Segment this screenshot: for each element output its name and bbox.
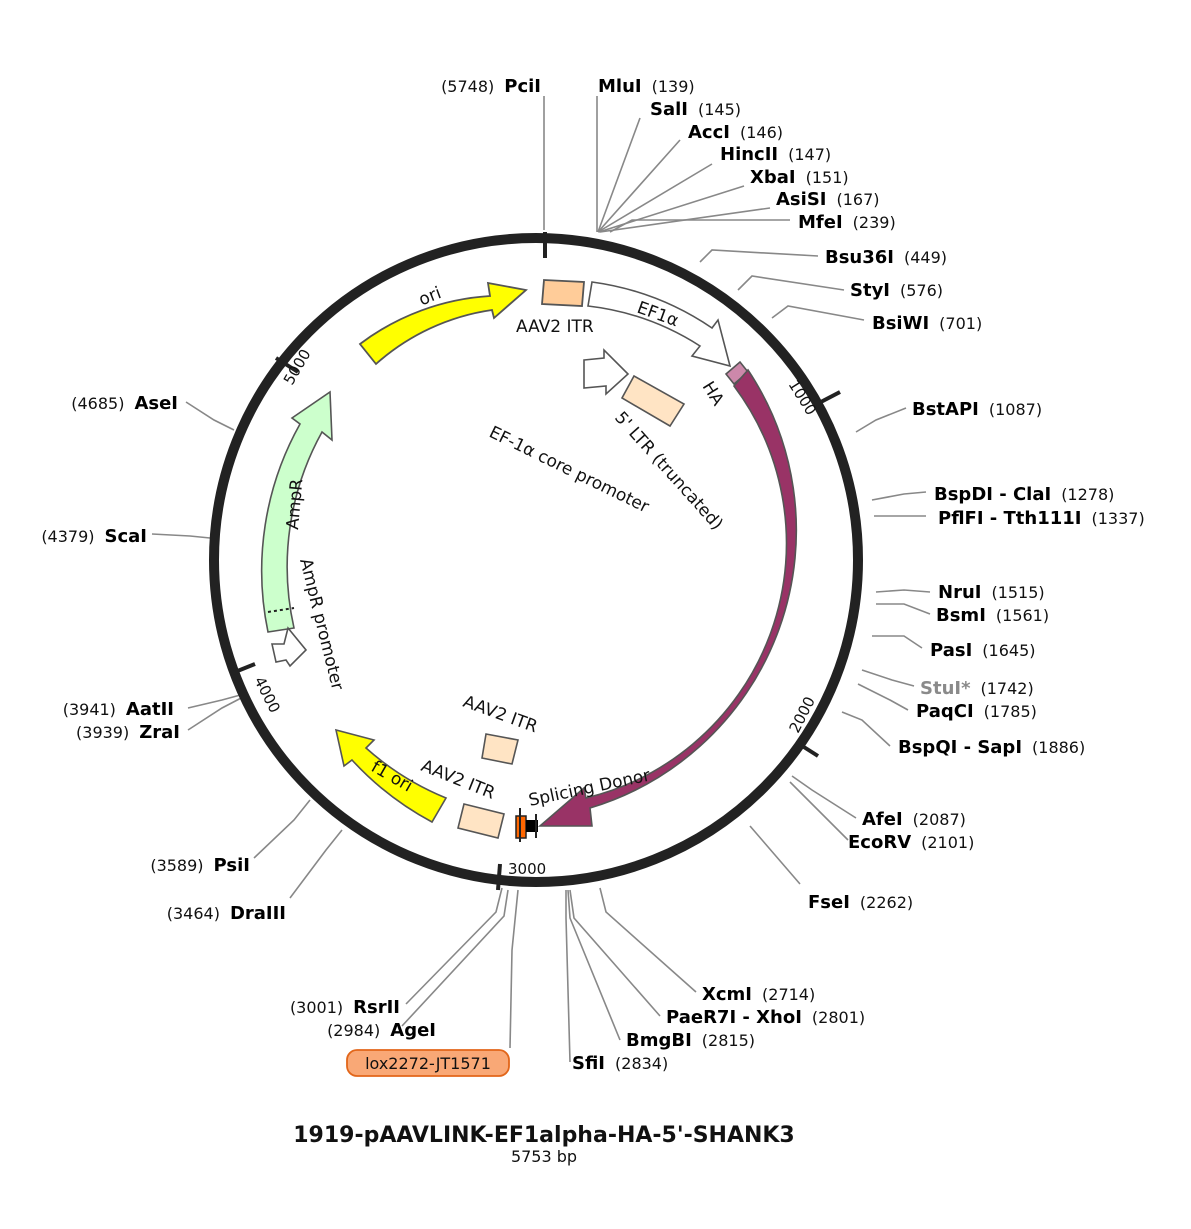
site-label[interactable]: (4685)AseI xyxy=(71,393,178,414)
tick-marks xyxy=(229,232,841,891)
site-label[interactable]: EcoRV(2101) xyxy=(848,832,974,853)
feature-ampr[interactable] xyxy=(260,390,333,633)
site-label[interactable]: AfeI(2087) xyxy=(862,809,966,830)
site-label[interactable]: (3939)ZraI xyxy=(76,722,180,743)
site-label[interactable]: (3464)DraIII xyxy=(167,903,286,924)
feature-label-ef1a: EF1α xyxy=(634,298,681,331)
feature-5-ltr[interactable] xyxy=(620,374,686,428)
feature-shank3[interactable] xyxy=(537,368,798,827)
primer-lox2272[interactable]: lox2272-JT1571 xyxy=(346,1049,510,1077)
site-label[interactable]: XbaI(151) xyxy=(750,167,849,188)
feature-label-ampr-promoter: AmpR promoter xyxy=(295,556,347,692)
site-label[interactable]: PaqCI(1785) xyxy=(916,701,1037,722)
site-label[interactable]: BsmI(1561) xyxy=(936,605,1049,626)
feature-label-aav2-itr-mid: AAV2 ITR xyxy=(460,692,540,737)
feature-ampr-promoter[interactable] xyxy=(271,626,308,668)
site-label[interactable]: PflFI - Tth111I(1337) xyxy=(938,508,1145,529)
feature-ef1a-core-promoter[interactable] xyxy=(583,348,630,396)
site-label[interactable]: HincII(147) xyxy=(720,144,831,165)
site-label[interactable]: (3001)RsrII xyxy=(290,997,400,1018)
site-label[interactable]: AsiSI(167) xyxy=(776,189,880,210)
feature-ori[interactable] xyxy=(358,281,528,366)
site-label[interactable]: (4379)ScaI xyxy=(41,526,147,547)
site-label[interactable]: (3941)AatII xyxy=(63,699,174,720)
backbone-circle xyxy=(209,233,863,887)
leader-lines-right xyxy=(565,96,931,1063)
feature-splicing-donor[interactable] xyxy=(515,808,538,842)
feature-f1-ori[interactable] xyxy=(334,728,448,824)
site-label[interactable]: BstAPI(1087) xyxy=(912,399,1042,420)
site-label[interactable]: StyI(576) xyxy=(850,280,943,301)
feature-ef1a[interactable] xyxy=(587,281,732,368)
feature-label-ampr: AmpR xyxy=(283,478,307,531)
feature-aav2-itr-low[interactable] xyxy=(457,803,505,839)
site-label[interactable]: MfeI(239) xyxy=(798,212,896,233)
site-label[interactable]: XcmI(2714) xyxy=(702,984,815,1005)
site-label[interactable]: FseI(2262) xyxy=(808,892,913,913)
ampr-dotted-boundary xyxy=(267,607,295,613)
feature-aav2-itr-mid[interactable] xyxy=(481,733,519,765)
site-label[interactable]: NruI(1515) xyxy=(938,582,1045,603)
site-label[interactable]: (5748)PciI xyxy=(441,76,541,97)
site-label[interactable]: SalI(145) xyxy=(650,99,741,120)
site-labels-right: MluI(139) SalI(145) AccI(146) HincII(147… xyxy=(572,76,1145,1074)
site-label[interactable]: Bsu36I(449) xyxy=(825,247,947,268)
feature-aav2-itr-top[interactable] xyxy=(541,279,585,307)
plasmid-title: 1919-pAAVLINK-EF1alpha-HA-5'-SHANK3 xyxy=(293,1123,795,1148)
site-label[interactable]: BspQI - SapI(1886) xyxy=(898,737,1085,758)
plasmid-length: 5753 bp xyxy=(511,1147,577,1166)
site-label[interactable]: AccI(146) xyxy=(688,122,783,143)
site-label[interactable]: BsiWI(701) xyxy=(872,313,982,334)
feature-label-aav2-itr-top: AAV2 ITR xyxy=(516,317,594,337)
site-label[interactable]: MluI(139) xyxy=(598,76,695,97)
site-label[interactable]: StuI*(1742) xyxy=(920,678,1034,699)
site-label[interactable]: PaeR7I - XhoI(2801) xyxy=(666,1007,865,1028)
site-label[interactable]: BspDI - ClaI(1278) xyxy=(934,484,1114,505)
site-label[interactable]: BmgBI(2815) xyxy=(626,1030,755,1051)
feature-label-5-ltr: 5' LTR (truncated) xyxy=(610,408,726,534)
site-label[interactable]: PasI(1645) xyxy=(930,640,1035,661)
site-label[interactable]: SfiI(2834) xyxy=(572,1053,668,1074)
site-labels-left: (5748)PciI (4685)AseI (4379)ScaI (3941)A… xyxy=(41,76,541,1041)
feature-label-shank3: SHANK3 xyxy=(795,549,831,622)
feature-label-ha: HA xyxy=(698,378,728,410)
site-label[interactable]: (3589)PsiI xyxy=(150,855,250,876)
site-label[interactable]: (2984)AgeI xyxy=(327,1020,436,1041)
tick-label-3000: 3000 xyxy=(508,860,546,878)
svg-text:lox2272-JT1571: lox2272-JT1571 xyxy=(365,1054,491,1073)
leader-lines-left xyxy=(151,96,545,1049)
